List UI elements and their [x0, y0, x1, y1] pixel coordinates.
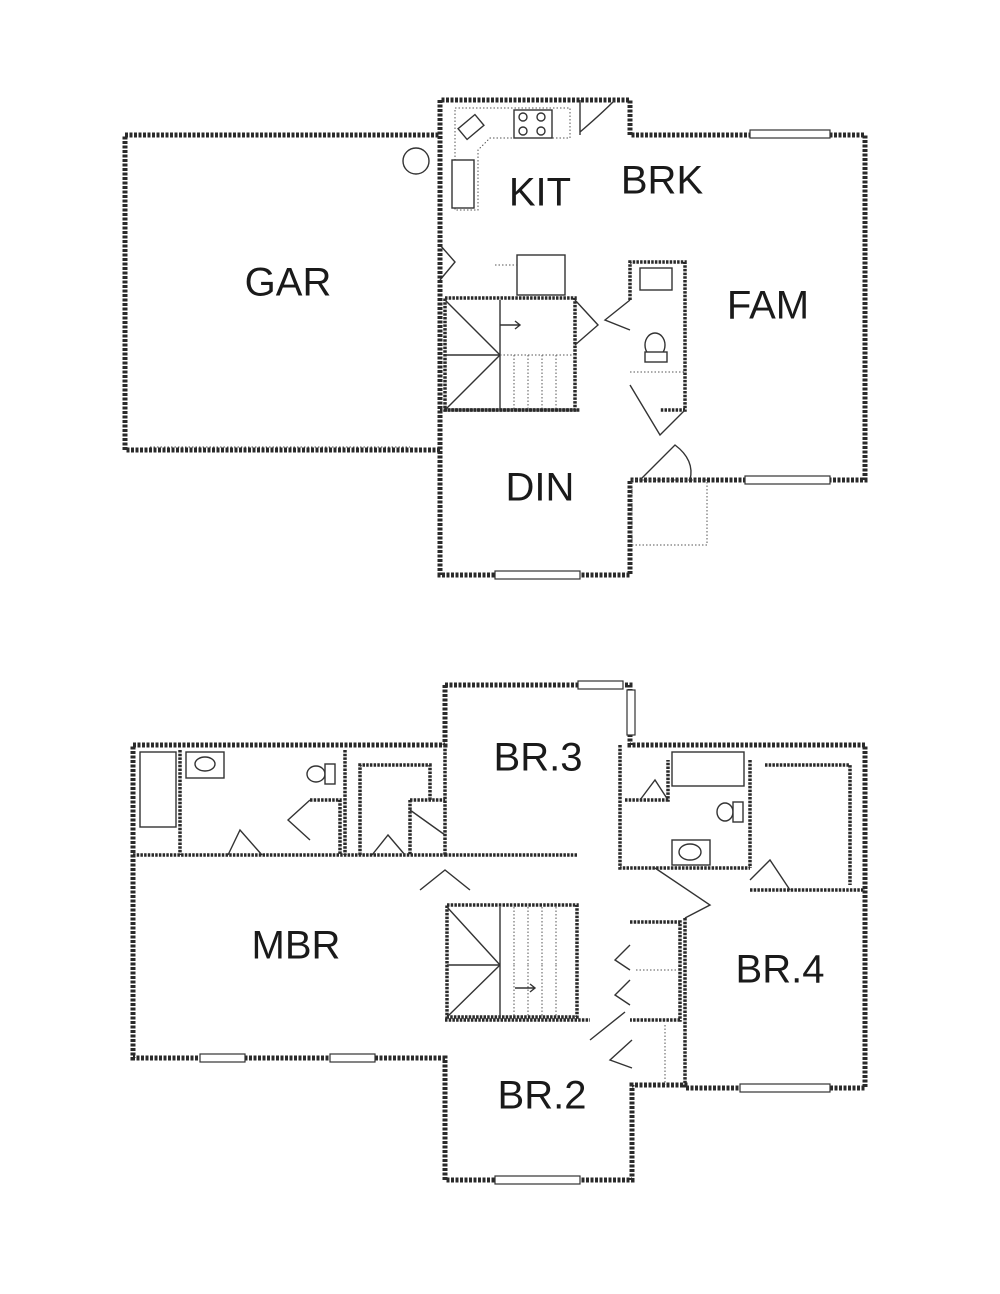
- window: [494, 1175, 581, 1185]
- master-bath: MBR: [133, 750, 446, 968]
- powder-sink-icon: [639, 267, 673, 291]
- garage-room: GAR: [122, 132, 456, 453]
- window: [739, 1083, 831, 1093]
- bedroom-3: BR.3: [419, 736, 583, 891]
- bath-door-swing-icon: [227, 828, 263, 856]
- first-floor-plan: GAR KIT BRK: [122, 97, 868, 580]
- hall-bath: [618, 745, 752, 870]
- room-label-kit: KIT: [509, 171, 571, 215]
- first-floor-outline: [437, 97, 868, 580]
- bedroom-4: BR.4: [654, 763, 865, 1088]
- br2-door-swing-icon: [589, 1011, 626, 1041]
- room-label-brk: BRK: [621, 159, 704, 203]
- window: [744, 475, 831, 485]
- second-floor-plan: MBR BR.3 BR.4: [130, 680, 868, 1185]
- window: [494, 570, 581, 580]
- kitchen-island: [495, 254, 566, 296]
- rear-door-icon: [579, 99, 616, 135]
- patio-step: [631, 479, 708, 546]
- linen-door-swing-icon-2: [613, 944, 631, 971]
- second-floor-stair: [445, 903, 579, 1019]
- patio-door-swing-icon: [639, 444, 692, 481]
- closet-door-swing-icon-3: [409, 809, 446, 836]
- bedroom-2: BR.2: [445, 1018, 590, 1118]
- window: [199, 1053, 246, 1063]
- room-label-br2: BR.2: [498, 1074, 587, 1118]
- refrigerator-icon: [451, 159, 475, 209]
- linen-door-swing-icon-3: [613, 979, 631, 1006]
- stair-arrow-icon: [500, 320, 522, 330]
- stair-arrow-icon-2: [515, 983, 537, 993]
- room-label-br3: BR.3: [494, 736, 583, 780]
- first-floor-stair: [443, 296, 600, 412]
- br4-closet-door-swing-icon: [749, 858, 791, 891]
- powder-door-swing-icon: [603, 299, 631, 331]
- master-toilet-icon: [306, 765, 326, 783]
- window: [749, 129, 831, 139]
- room-label-mbr: MBR: [252, 924, 341, 968]
- closet-door-swing-icon-4: [371, 833, 406, 856]
- second-floor-outline: [130, 680, 868, 1185]
- garage-door-swing-icon: [439, 244, 456, 281]
- water-heater-icon: [402, 147, 430, 175]
- linen-closets: [589, 920, 682, 1085]
- wc-door-swing-icon: [286, 799, 311, 841]
- closet-door-swing-icon-2: [629, 384, 686, 437]
- mbr-door-swing-icon: [419, 869, 471, 891]
- br2-closet-door-swing-icon: [608, 1039, 633, 1069]
- room-label-gar: GAR: [245, 261, 332, 305]
- kitchen-fixtures: KIT BRK: [451, 107, 704, 215]
- powder-room: [603, 260, 687, 437]
- room-label-din: DIN: [506, 466, 575, 510]
- room-label-fam: FAM: [727, 284, 809, 328]
- window: [329, 1053, 376, 1063]
- sink-icon: [457, 113, 485, 141]
- linen-door-swing-icon: [639, 778, 669, 801]
- room-label-br4: BR.4: [736, 948, 825, 992]
- window: [626, 689, 636, 736]
- dining-room: DIN FAM: [440, 284, 809, 546]
- hall-tub-icon: [671, 751, 745, 787]
- closet-door-swing-icon: [574, 299, 600, 346]
- bathtub-icon: [139, 751, 177, 828]
- hall-toilet-icon: [716, 802, 734, 822]
- br4-door-swing-icon: [654, 867, 712, 919]
- window: [577, 680, 624, 690]
